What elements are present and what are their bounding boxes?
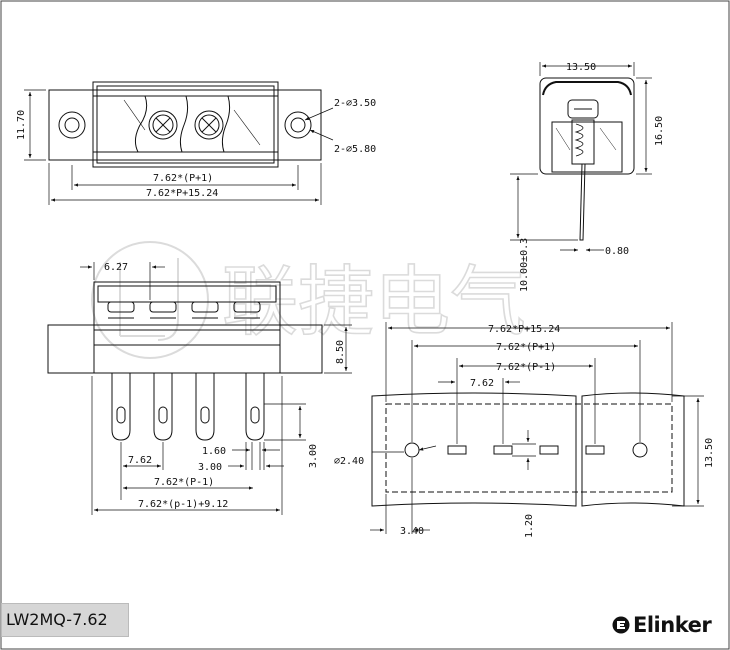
dim-front-pin-width: 1.60 [202,446,226,457]
dim-top-overall: 7.62*P+15.24 [146,188,218,199]
side-view-dims [510,62,652,252]
dim-side-width: 13.50 [566,62,596,73]
top-view-dims [24,89,334,205]
dim-pcb-overall: 7.62*P+15.24 [488,324,560,335]
dim-front-overall: 7.62*(p-1)+9.12 [138,499,228,510]
dim-pcb-hole-dia: ⌀2.40 [334,456,364,467]
dim-top-pitch-plus-one: 7.62*(P+1) [153,173,213,184]
dim-top-hole-large: 2-⌀5.80 [334,144,376,155]
dim-pcb-pitch-minus-one: 7.62*(P-1) [496,362,556,373]
front-view-dims [80,262,352,515]
part-number-label: LW2MQ-7.62 [1,603,129,637]
dim-side-pin-length: 10.00±0.3 [519,238,530,292]
pcb-layout [371,392,685,507]
pcb-layout-dims [370,322,704,534]
dim-pcb-slot-width: 1.20 [524,514,535,538]
dim-side-pin-thickness: 0.80 [605,246,629,257]
dim-pcb-height: 13.50 [704,438,715,468]
top-view [48,81,322,168]
dim-front-flange: 6.27 [104,262,128,273]
side-view [539,77,635,241]
dim-side-height: 16.50 [654,116,665,146]
elinker-logo-icon [612,616,630,634]
brand: Elinker [612,612,712,638]
dim-top-hole-small: 2-⌀3.50 [334,98,376,109]
watermark: 联捷电气 [91,241,527,359]
dim-front-pitch-minus-one: 7.62*(P-1) [154,477,214,488]
dim-pcb-pitch: 7.62 [470,378,494,389]
dim-front-height: 8.50 [335,340,346,364]
dim-front-pitch: 7.62 [128,455,152,466]
brand-name: Elinker [633,613,712,637]
front-view [47,281,323,441]
lj-circle-logo-icon [91,241,209,359]
dim-front-pin-slot: 3.00 [198,462,222,473]
dim-pcb-edge-offset: 3.40 [400,526,424,537]
dim-front-pin-slot-len: 3.00 [308,444,319,468]
dim-top-height: 11.70 [16,110,27,140]
dim-pcb-pitch-plus-one: 7.62*(P+1) [496,342,556,353]
